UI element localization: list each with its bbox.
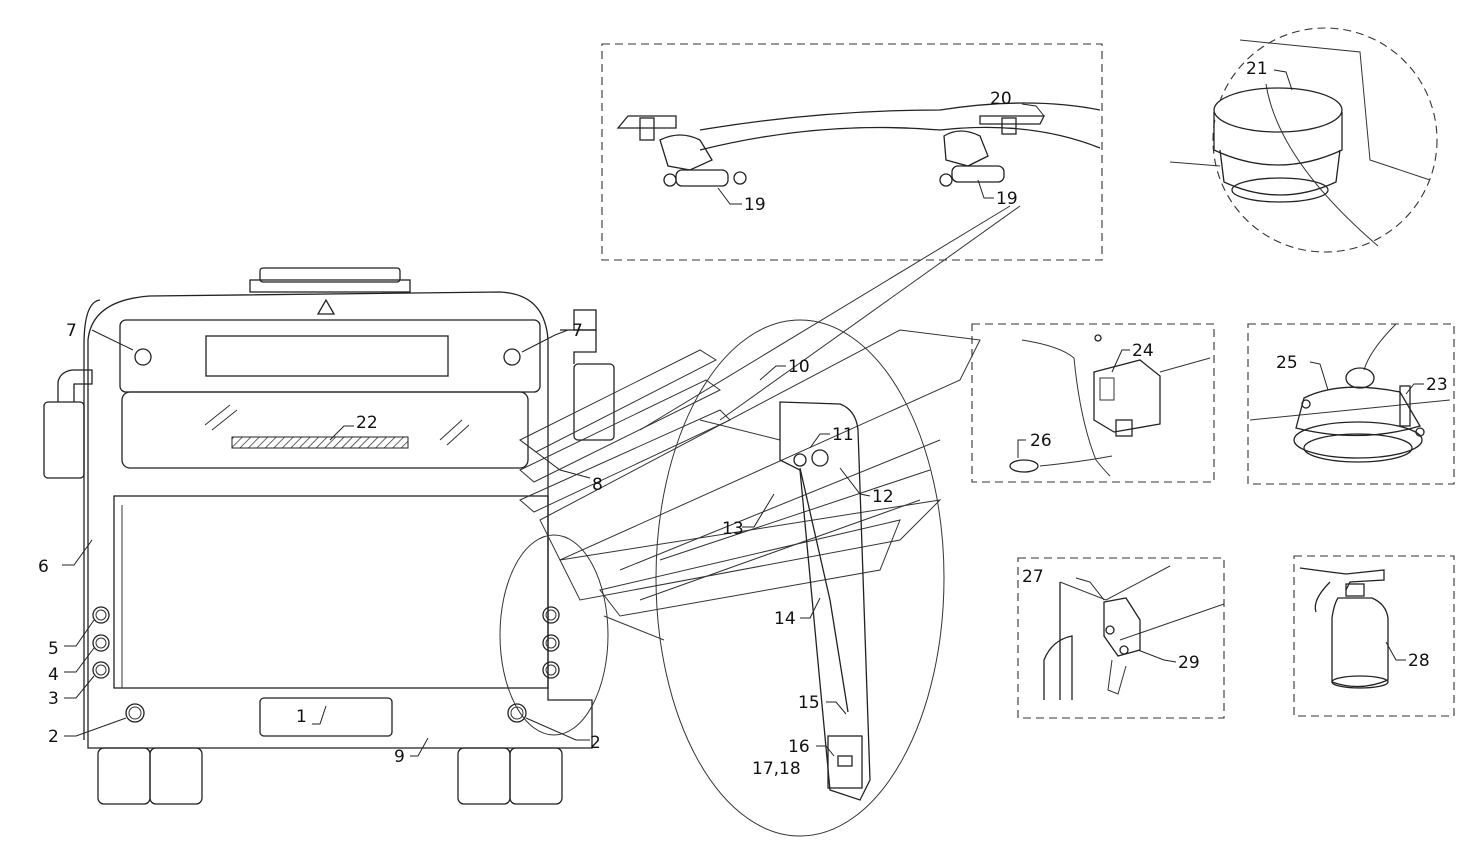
callout-12: 12 (872, 487, 894, 507)
beacon-detail (1169, 27, 1438, 253)
callout-3: 3 (48, 689, 59, 709)
callout-17-18: 17,18 (752, 759, 801, 779)
callout-10: 10 (788, 357, 810, 377)
beacon-leader-lines (1273, 69, 1293, 91)
marker-lamp-left (134, 348, 152, 366)
callout-8: 8 (592, 475, 603, 495)
lamp-detail-circle (499, 534, 609, 736)
bus-rear-view (43, 267, 615, 805)
callout-14: 14 (774, 609, 796, 629)
callout-25: 25 (1276, 353, 1298, 373)
callout-29: 29 (1178, 653, 1200, 673)
bus-leader-lines (62, 329, 591, 757)
callout-13: 13 (722, 519, 744, 539)
door-switch-detail (1017, 557, 1225, 719)
relay-leader-lines (1017, 349, 1130, 458)
callout-23: 23 (1426, 375, 1448, 395)
callout-7-left: 7 (66, 321, 77, 341)
wiper-leader-lines (717, 103, 1045, 205)
right-mirror (573, 363, 615, 441)
license-plate (259, 697, 393, 737)
ceiling-light-leader-lines (1309, 361, 1424, 395)
callout-27: 27 (1022, 567, 1044, 587)
marker-lamp-right (503, 348, 521, 366)
callout-1: 1 (296, 707, 307, 727)
callout-7-right: 7 (572, 321, 583, 341)
engine-compartment-detail (519, 205, 1021, 837)
callout-22: 22 (356, 413, 378, 433)
engine-leader-lines (742, 365, 871, 757)
callout-20: 20 (990, 89, 1012, 109)
callout-19-right: 19 (996, 189, 1018, 209)
extinguisher-leader-lines (1385, 641, 1406, 661)
callout-19-left: 19 (744, 195, 766, 215)
callout-15: 15 (798, 693, 820, 713)
callout-28: 28 (1408, 651, 1430, 671)
callout-6: 6 (38, 557, 49, 577)
callout-21: 21 (1246, 59, 1268, 79)
fire-extinguisher-detail (1293, 555, 1455, 717)
callout-4: 4 (48, 665, 59, 685)
callout-2-left: 2 (48, 727, 59, 747)
callout-labels: 1 2 2 3 4 5 6 7 7 8 9 10 11 12 13 14 15 … (38, 59, 1448, 779)
callout-2-right: 2 (590, 733, 601, 753)
warning-triangle-icon (316, 298, 336, 315)
relay-detail (971, 323, 1215, 483)
callout-26: 26 (1030, 431, 1052, 451)
brake-light-strip (231, 436, 409, 449)
left-mirror (43, 401, 85, 479)
ceiling-light-detail (1247, 323, 1455, 485)
callout-9: 9 (394, 747, 405, 767)
door-switch-leader-lines (1075, 577, 1177, 663)
wiper-detail-box (601, 43, 1103, 261)
callout-24: 24 (1132, 341, 1154, 361)
callout-5: 5 (48, 639, 59, 659)
callout-11: 11 (832, 425, 854, 445)
callout-16: 16 (788, 737, 810, 757)
